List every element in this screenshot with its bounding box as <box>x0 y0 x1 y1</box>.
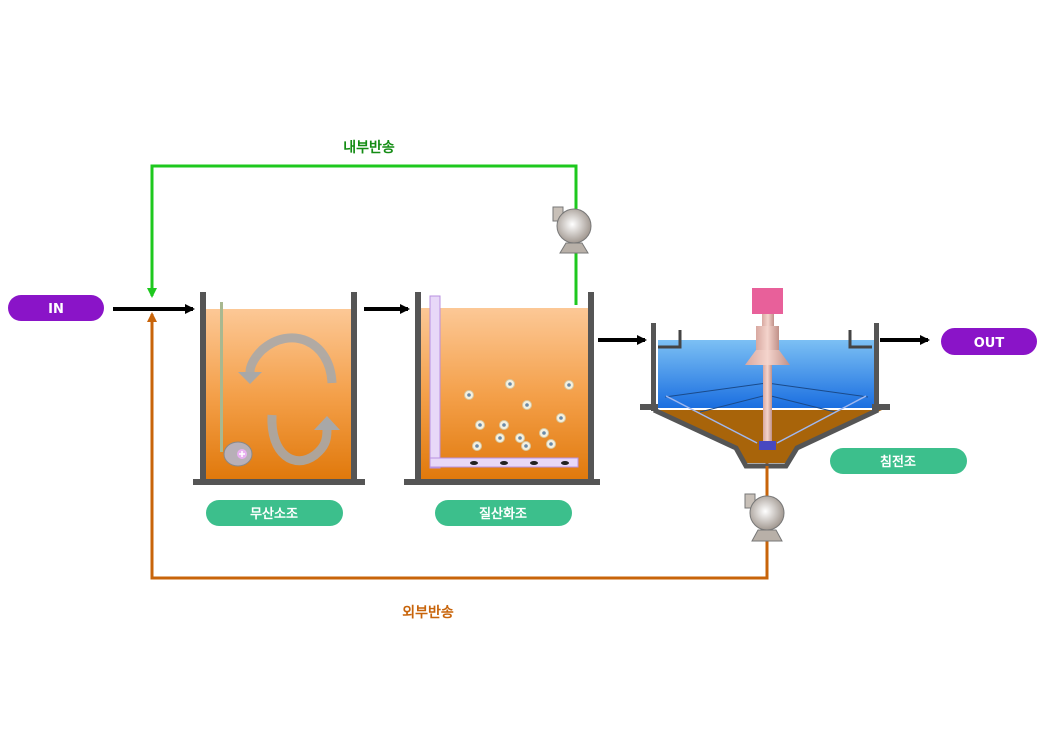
air-bubbles <box>464 379 574 451</box>
circulation-arrow-head-right <box>314 416 340 430</box>
internal-recycle-label: 내부반송 <box>343 139 395 156</box>
anoxic-tank <box>193 292 365 485</box>
clarifier-tank-label: 침전조 <box>880 454 916 470</box>
outlet-label: OUT <box>974 336 1005 351</box>
internal-recycle-line <box>147 164 578 305</box>
center-shaft <box>763 365 772 445</box>
submersible-mixer-icon <box>223 441 253 467</box>
clarifier-tank <box>640 288 890 495</box>
external-recycle-label: 외부반송 <box>402 604 454 621</box>
inlet-pill: IN <box>8 295 104 321</box>
nitrification-tank-label: 질산화조 <box>479 506 527 522</box>
drive-motor <box>752 288 783 314</box>
clarifier-tank-pill: 침전조 <box>830 448 967 474</box>
external-recycle-pump-icon <box>744 493 785 542</box>
anoxic-tank-pill: 무산소조 <box>206 500 343 526</box>
mixer-shaft <box>220 302 223 452</box>
outlet-pill: OUT <box>941 328 1037 355</box>
internal-recycle-pump-icon <box>552 206 592 254</box>
diffuser-nozzles <box>470 461 569 465</box>
circulation-arrow-head-left <box>238 372 262 384</box>
anoxic-tank-label: 무산소조 <box>250 506 298 522</box>
nitrification-tank-pill: 질산화조 <box>435 500 572 526</box>
nitrification-tank <box>404 292 600 485</box>
inlet-label: IN <box>48 302 64 317</box>
circulation-arrows-icon <box>245 333 337 466</box>
